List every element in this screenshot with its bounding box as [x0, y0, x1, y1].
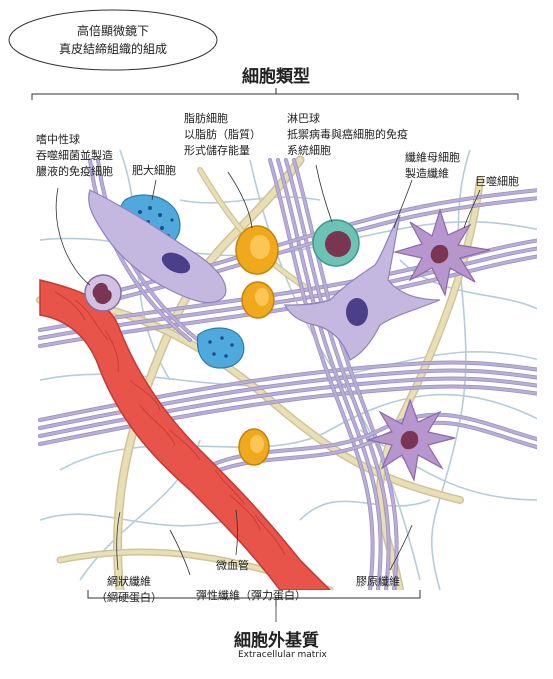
label-collagen-fiber: 膠原纖維 — [356, 574, 400, 590]
leader-mast-cell — [151, 179, 157, 201]
fibroblast-left — [88, 189, 227, 304]
label-adipocyte-line2: 以脂肪（脂質） — [184, 128, 261, 141]
label-mast-cell: 肥大細胞 — [132, 163, 176, 179]
label-neutrophil-line1: 嗜中性球 — [36, 133, 80, 146]
leader-macrophage — [463, 189, 481, 229]
label-lymphocyte-line3: 系統細胞 — [287, 144, 331, 157]
cell-types-title: 細胞類型 — [242, 67, 310, 87]
header-bubble-line1: 高倍顯微鏡下 — [76, 24, 149, 38]
label-macrophage: 巨噬細胞 — [475, 174, 519, 190]
cell-types-bracket — [31, 88, 519, 100]
ecm-title: 細胞外基質 — [234, 631, 319, 651]
label-lymphocyte: 淋巴球 抵禦病毒與癌細胞的免疫 系統細胞 — [287, 111, 408, 159]
adipocyte-2 — [241, 281, 275, 319]
neutrophil — [84, 274, 122, 312]
label-adipocyte-line1: 脂肪細胞 — [184, 112, 228, 125]
label-lymphocyte-line2: 抵禦病毒與癌細胞的免疫 — [287, 128, 408, 141]
label-collagen-fiber-line1: 膠原纖維 — [356, 575, 400, 588]
leader-elastic — [169, 529, 191, 576]
header-bubble: 高倍顯微鏡下 真皮結締組織的組成 — [20, 22, 206, 58]
leader-adipocyte — [227, 171, 253, 229]
leader-lymphocyte — [315, 164, 333, 223]
label-elastic-fiber: 彈性纖維（彈力蛋白） — [196, 588, 306, 604]
label-lymphocyte-line1: 淋巴球 — [287, 112, 320, 125]
adipocyte-3 — [238, 428, 270, 466]
label-mast-cell-line1: 肥大細胞 — [132, 164, 176, 177]
label-capillary-line1: 微血管 — [216, 559, 249, 572]
ecm-bracket — [87, 590, 421, 606]
label-fibroblast-line1: 纖維母細胞 — [405, 151, 460, 164]
label-fibroblast: 纖維母細胞 製造纖維 — [405, 150, 460, 182]
label-elastic-fiber-line1: 彈性纖維（彈力蛋白） — [196, 589, 306, 602]
adipocyte-1 — [235, 225, 279, 275]
leader-collagen — [389, 524, 413, 571]
label-reticular-fiber-line2: （網硬蛋白） — [96, 591, 162, 604]
label-reticular-fiber: 網狀纖維 （網硬蛋白） — [96, 574, 162, 606]
header-bubble-line2: 真皮結締組織的組成 — [58, 42, 167, 56]
label-fibroblast-line2: 製造纖維 — [405, 167, 449, 180]
label-neutrophil-line3: 膿液的免疫細胞 — [36, 165, 113, 178]
header-bubble-outline — [8, 9, 218, 71]
label-reticular-fiber-line1: 網狀纖維 — [107, 575, 151, 588]
label-macrophage-line1: 巨噬細胞 — [475, 175, 519, 188]
label-neutrophil: 嗜中性球 吞噬細菌並製造 膿液的免疫細胞 — [36, 132, 113, 180]
label-adipocyte-line3: 形式儲存能量 — [184, 144, 250, 157]
capillary — [39, 279, 332, 590]
tissue-illustration — [36, 150, 537, 590]
leader-capillary — [235, 509, 238, 556]
label-capillary: 微血管 — [216, 558, 249, 574]
mast-cell-2 — [196, 327, 245, 369]
leader-reticular — [116, 511, 121, 571]
fibroblast-right — [284, 214, 441, 361]
macrophage-2 — [365, 398, 456, 482]
label-adipocyte: 脂肪細胞 以脂肪（脂質） 形式儲存能量 — [184, 111, 261, 159]
lymphocyte — [312, 219, 360, 267]
macrophage-1 — [392, 207, 491, 297]
leader-lines — [55, 164, 481, 622]
leader-fibroblast — [393, 179, 413, 229]
collagen-fibers — [38, 158, 537, 590]
ecm-subtitle: Extracellular matrix — [238, 650, 327, 660]
leader-neutrophil — [55, 187, 91, 286]
label-neutrophil-line2: 吞噬細菌並製造 — [36, 149, 113, 162]
